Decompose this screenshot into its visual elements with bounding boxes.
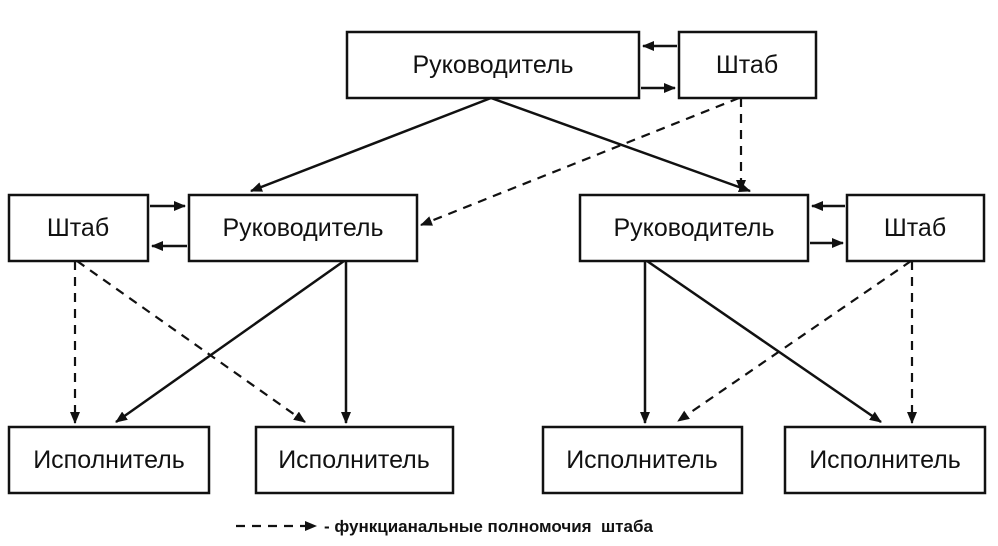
node-exec-2-label: Исполнитель — [278, 446, 430, 474]
node-exec-4-label: Исполнитель — [809, 446, 961, 474]
node-exec-1: Исполнитель — [7, 425, 211, 495]
node-left-staff-label: Штаб — [47, 214, 109, 242]
node-top-staff-label: Штаб — [716, 51, 778, 79]
node-right-head-label: Руководитель — [613, 214, 774, 242]
node-right-staff: Штаб — [845, 193, 986, 263]
node-right-head: Руководитель — [578, 193, 810, 263]
node-exec-1-label: Исполнитель — [33, 446, 185, 474]
node-exec-4: Исполнитель — [783, 425, 987, 495]
node-right-staff-label: Штаб — [884, 214, 946, 242]
legend-text: - функцианальные полномочия штаба — [324, 517, 653, 536]
arrow-left-head-to-exec-1 — [115, 259, 345, 424]
node-exec-2: Исполнитель — [254, 425, 455, 495]
dashed-arrow-right-staff-to-exec-3 — [677, 260, 912, 422]
node-top-head: Руководитель — [345, 30, 641, 100]
arrow-top-head-to-left-head — [250, 96, 492, 193]
dashed-arrow-left-staff-to-exec-2 — [76, 260, 306, 423]
node-top-head-label: Руководитель — [412, 51, 573, 79]
arrow-right-head-to-exec-4 — [646, 259, 882, 424]
node-exec-3-label: Исполнитель — [566, 446, 718, 474]
arrow-top-head-to-right-head — [490, 96, 751, 193]
node-left-staff: Штаб — [7, 193, 150, 263]
node-left-head-label: Руководитель — [222, 214, 383, 242]
node-exec-3: Исполнитель — [541, 425, 744, 495]
node-left-head: Руководитель — [187, 193, 419, 263]
legend: - функцианальные полномочия штаба — [236, 517, 653, 536]
node-top-staff: Штаб — [677, 30, 818, 100]
